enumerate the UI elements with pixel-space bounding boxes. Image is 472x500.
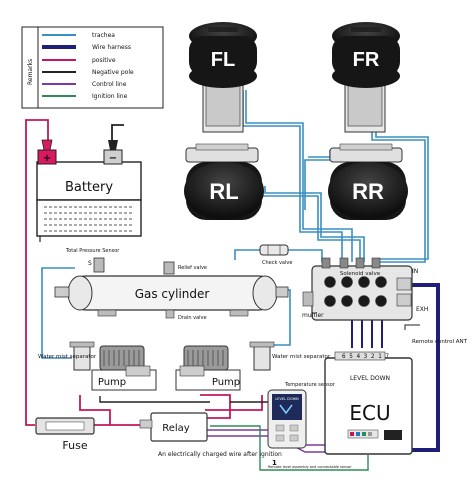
check-valve: Check valve [259, 244, 292, 266]
airbag-rr-label: RR [352, 179, 384, 204]
solenoid-in-label: IN [412, 268, 418, 275]
battery-label: Battery [65, 180, 113, 195]
airbag-fr: FR [332, 22, 400, 133]
gas-cylinder: Gas cylinder Drain valve [54, 275, 289, 321]
solenoid-exh-label: EXH [416, 306, 428, 313]
check-valve-label: Check valve [262, 260, 292, 266]
muffler-label: muffler [302, 312, 324, 319]
airbag-fl: FL [189, 22, 257, 133]
total-pressure-sensor-label: Total Pressure Sensor [65, 248, 120, 254]
ignition-note: An electrically charged wire after ignit… [158, 451, 282, 458]
separator-right: Water mist separator [249, 341, 331, 371]
separator-left-label: Water mist separator [38, 354, 97, 360]
remote-controller: LEVEL DOWN [267, 389, 307, 449]
fuse-label: Fuse [62, 439, 87, 452]
ecu-bottom-note: Remote level assembly and connectable se… [268, 465, 352, 469]
relay: Relay [139, 412, 208, 442]
battery: + − Battery [36, 139, 142, 237]
legend: Remarks trachea Wire harness positive Ne… [21, 26, 164, 109]
marker-one: 1 [272, 459, 277, 467]
drain-valve-label: Drain valve [178, 315, 207, 321]
legend-label-negative-pole: Negative pole [92, 69, 134, 76]
remote-header: LEVEL DOWN [275, 397, 299, 401]
legend-label-control-line: Control line [92, 81, 127, 88]
airbag-rl-label: RL [209, 179, 238, 204]
airbag-rr: RR [328, 143, 408, 220]
battery-minus-sign: − [109, 153, 117, 164]
relief-valve: Relief valve [163, 261, 207, 275]
pump-right-label: Pump [212, 377, 240, 388]
ecu-label: ECU [349, 401, 390, 425]
legend-label-ignition-line: Ignition line [92, 93, 128, 100]
solenoid-valve: Solenoid valve IN EXH muffler [302, 257, 428, 321]
relay-label: Relay [162, 423, 190, 434]
pump-left-label: Pump [98, 377, 126, 388]
pump-left: Pump [91, 345, 157, 391]
legend-title: Remarks [27, 59, 34, 85]
fuse: Fuse [35, 417, 95, 452]
relief-valve-label: Relief valve [178, 265, 207, 271]
ecu-remote-label: Remote control ANT [412, 339, 468, 345]
separator-left: Water mist separator [38, 341, 97, 371]
battery-plus-sign: + [43, 153, 51, 164]
airbag-fr-label: FR [353, 49, 380, 71]
ecu-temp-sensor-label: Temperature sensor [284, 382, 336, 388]
legend-label-positive: positive [92, 57, 116, 64]
sensor-s-mark: S [88, 260, 92, 267]
legend-label-trachea: trachea [92, 32, 115, 39]
legend-label-wire-harness: Wire harness [92, 44, 131, 51]
ecu-mode-label: LEVEL DOWN [350, 375, 390, 382]
pump-right: Pump [175, 345, 241, 391]
total-pressure-sensor: Total Pressure Sensor S [65, 248, 120, 273]
separator-right-label: Water mist separator [272, 354, 331, 360]
ecu: 6 5 4 3 2 1 7 LEVEL DOWN ECU Remote cont… [268, 339, 468, 469]
solenoid-valve-label: Solenoid valve [340, 271, 381, 277]
gas-cylinder-label: Gas cylinder [135, 287, 210, 301]
airbag-rl: RL [184, 143, 264, 220]
muffler [302, 291, 314, 307]
airbag-fl-label: FL [211, 49, 235, 71]
ecu-pin-numbers: 6 5 4 3 2 1 7 [342, 353, 389, 360]
